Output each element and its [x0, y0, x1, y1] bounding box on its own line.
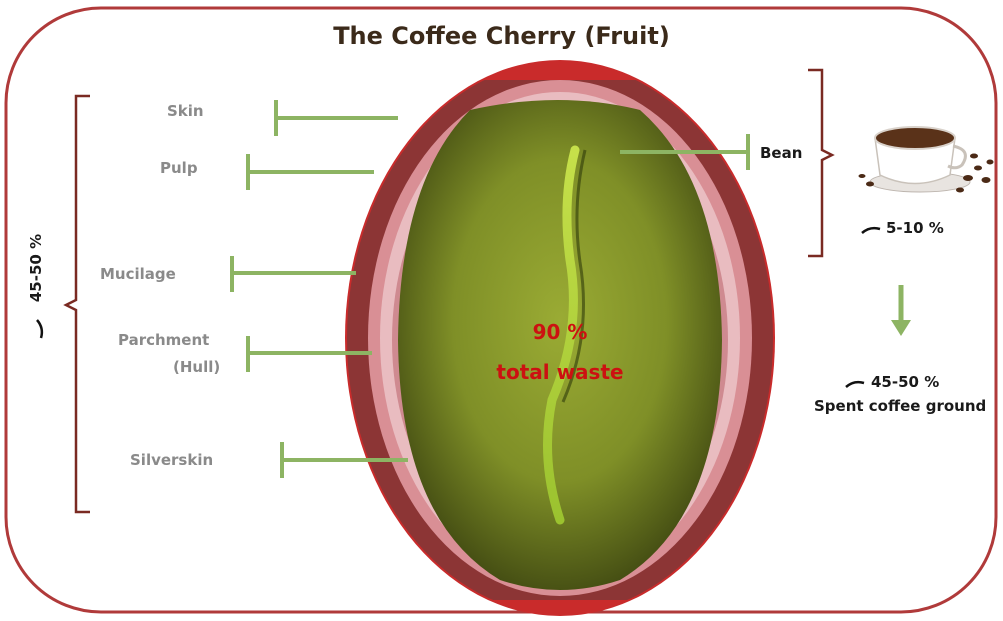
bean-percent: 5-10 %	[886, 219, 944, 237]
label-pulp: Pulp	[160, 159, 198, 177]
label-skin: Skin	[167, 102, 204, 120]
label-mucilage: Mucilage	[100, 265, 176, 283]
center-waste-label: total waste	[450, 360, 670, 384]
center-percent: 90 %	[470, 320, 650, 344]
label-parchment: Parchment	[118, 331, 209, 349]
spent-percent: 45-50 %	[871, 373, 939, 391]
diagram-title: The Coffee Cherry (Fruit)	[0, 22, 1003, 50]
left-percent-label: 45-50 %	[27, 228, 45, 308]
label-bean: Bean	[760, 144, 802, 162]
label-silverskin: Silverskin	[130, 451, 213, 469]
spent-label: Spent coffee ground	[814, 397, 986, 415]
label-hull: (Hull)	[173, 358, 220, 376]
